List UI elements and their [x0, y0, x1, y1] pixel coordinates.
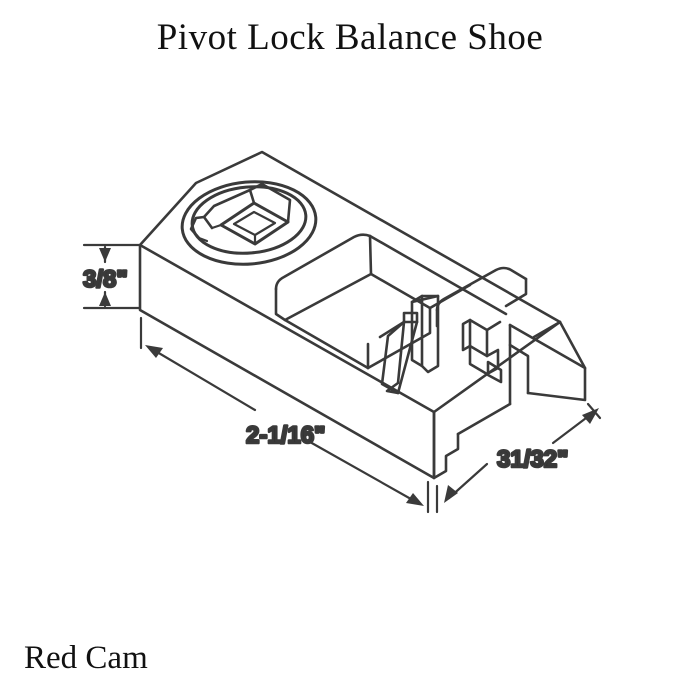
dimension-depth [435, 402, 602, 514]
shoe-front-right-face [432, 402, 512, 480]
lock-tab-left-arm [378, 311, 419, 395]
arrowhead-up [99, 292, 111, 306]
arrowhead-down [99, 248, 111, 262]
dimension-label-depth: 31/32" [497, 446, 568, 473]
arrowhead-right [406, 493, 424, 506]
lock-tab-center [410, 294, 440, 374]
product-caption: Red Cam [24, 640, 148, 676]
dimension-length [139, 316, 430, 514]
dimension-height [82, 243, 141, 310]
dim-line-a [150, 347, 257, 412]
dimension-label-height: 3/8" [83, 266, 128, 293]
dim-line-b [308, 440, 420, 505]
arrowhead-far [582, 408, 599, 424]
shoe-top-face [138, 150, 562, 414]
cam-keyway-inner [232, 210, 277, 237]
dimension-label-length: 2-1/16" [246, 422, 325, 449]
page-title: Pivot Lock Balance Shoe [156, 17, 544, 58]
cam-pivot-finger [248, 182, 292, 224]
lock-tab-slot [486, 360, 503, 384]
arrowhead-left [145, 345, 163, 358]
lock-tab-right-hook [461, 318, 502, 376]
red-cam-assembly [180, 180, 318, 266]
shoe-right-end-face [508, 320, 587, 406]
arrowhead-near [444, 485, 458, 503]
cam-outer-ring [180, 180, 318, 266]
